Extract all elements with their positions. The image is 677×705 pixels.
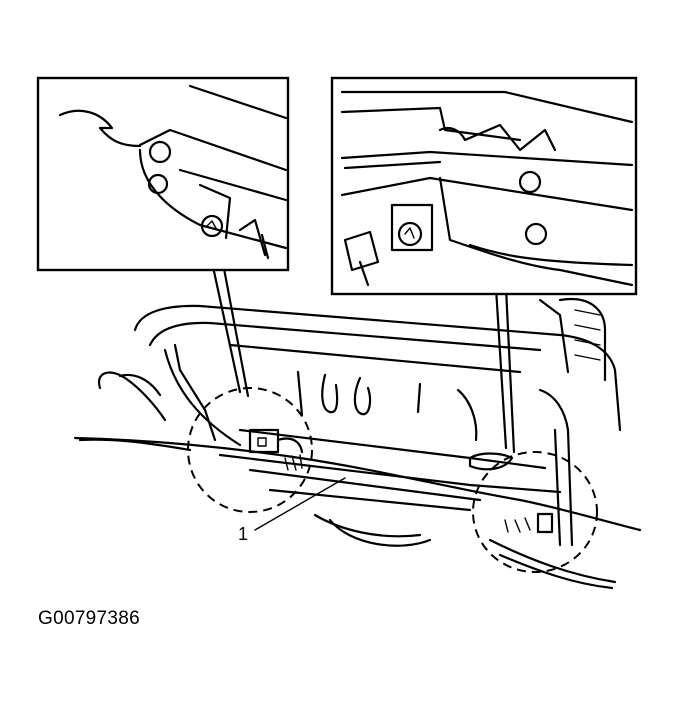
left-clip-highlight <box>187 387 313 513</box>
right-detail-inset <box>330 76 638 296</box>
callout-1-label: 1 <box>238 524 248 544</box>
figure-id-label: G00797386 <box>38 608 141 629</box>
right-clip-highlight <box>472 451 598 573</box>
main-assembly <box>73 256 642 590</box>
callout-1: 1 <box>238 477 346 544</box>
left-detail-inset <box>36 76 290 272</box>
